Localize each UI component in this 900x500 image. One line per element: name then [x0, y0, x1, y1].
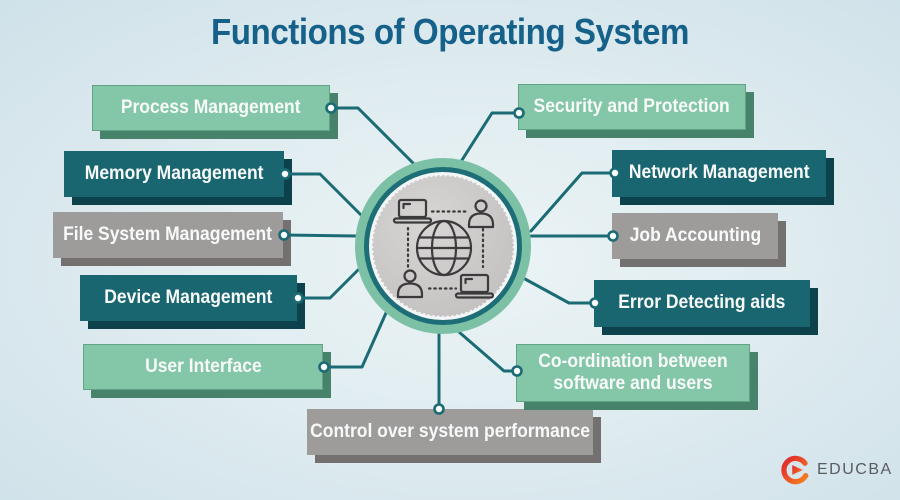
educba-logo-text: EDUCBA	[817, 461, 893, 478]
box-device-management: Device Management	[80, 275, 297, 321]
box-label: User Interface	[144, 355, 262, 377]
connector-line-device	[296, 268, 360, 300]
center-circle-outer-ring	[355, 158, 531, 334]
box-label: Co-ordination between software and users	[538, 350, 728, 394]
box-file-system-management: File System Management	[53, 212, 283, 258]
box-co-ordination-between-software-and-users: Co-ordination between software and users	[516, 344, 750, 402]
dotted-link-lines	[406, 210, 485, 290]
laptop-icon	[454, 273, 495, 299]
person-icon	[467, 199, 495, 229]
box-label: Control over system performance	[310, 420, 590, 442]
box-label: Error Detecting aids	[618, 292, 786, 314]
box-control-over-system-performance: Control over system performance	[307, 409, 593, 455]
box-security-and-protection: Security and Protection	[518, 84, 746, 130]
box-label: Job Accounting	[629, 224, 761, 246]
center-circle	[355, 158, 531, 334]
center-circle-teal-ring	[364, 167, 522, 325]
connector-line-co-ordination	[457, 330, 519, 373]
box-label: Memory Management	[84, 162, 264, 184]
educba-logo: EDUCBA	[781, 455, 893, 485]
box-label: Process Management	[121, 96, 301, 118]
globe-icon	[415, 219, 473, 277]
box-network-management: Network Management	[612, 150, 826, 197]
box-error-detecting-aids: Error Detecting aids	[594, 280, 810, 327]
box-label: File System Management	[63, 223, 273, 245]
person-icon	[396, 269, 424, 299]
box-memory-management: Memory Management	[64, 151, 284, 197]
educba-logo-icon	[781, 455, 809, 485]
box-label: Network Management	[628, 162, 810, 184]
box-label: Device Management	[104, 286, 273, 308]
connector-line-error-detecting	[523, 277, 597, 305]
box-label: Security and Protection	[533, 95, 731, 117]
box-process-management: Process Management	[92, 85, 330, 131]
center-icons	[392, 198, 495, 299]
connector-line-network	[529, 171, 617, 233]
center-circle-inner	[370, 173, 516, 319]
box-user-interface: User Interface	[83, 344, 323, 390]
laptop-icon	[392, 198, 433, 224]
connector-line-user-interface	[322, 311, 388, 369]
connector-line-process	[329, 106, 416, 166]
center-circle-white-ring	[369, 172, 517, 320]
box-job-accounting: Job Accounting	[612, 213, 778, 259]
page-title: Functions of Operating System	[211, 11, 689, 52]
connector-line-memory	[283, 172, 363, 217]
connector-line-security	[460, 111, 521, 162]
connector-line-file-system	[282, 233, 358, 238]
